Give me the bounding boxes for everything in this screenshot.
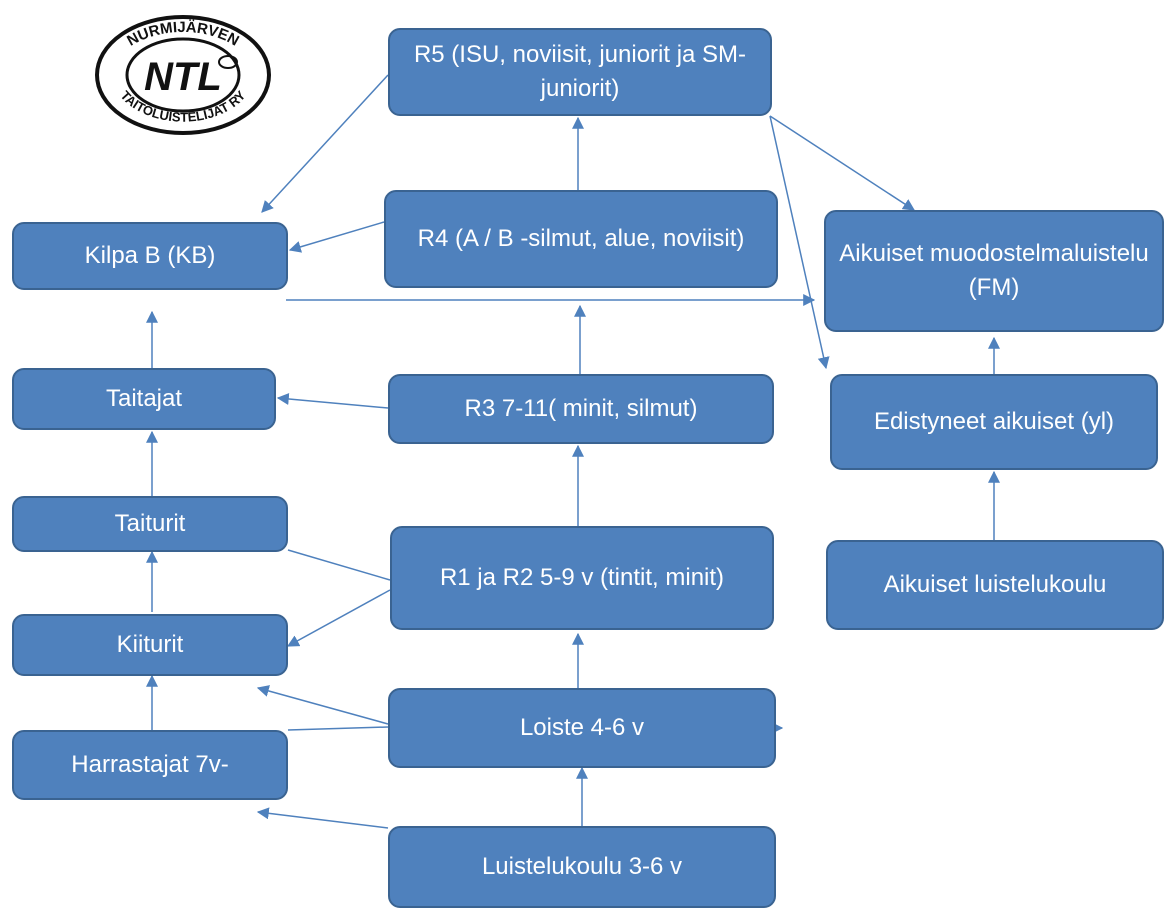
node-aikuiset-luistelukoulu: Aikuiset luistelukoulu bbox=[826, 540, 1164, 630]
node-kilpa-b-label: Kilpa B (KB) bbox=[84, 242, 216, 269]
node-harrastajat-label: Harrastajat 7v- bbox=[71, 751, 229, 778]
node-edistyneet: Edistyneet aikuiset (yl) bbox=[830, 374, 1158, 470]
logo-mark: NTL bbox=[144, 55, 222, 99]
arrow-luistelukoulu-to-harrastajat bbox=[256, 807, 389, 829]
node-aikuiset-fm-label: Aikuiset muodostelmaluistelu (FM) bbox=[839, 240, 1149, 301]
node-kilpa-b: Kilpa B (KB) bbox=[12, 222, 288, 290]
node-r1-r2: R1 ja R2 5-9 v (tintit, minit) bbox=[390, 526, 774, 630]
arrow-r5-to-kilpa-b bbox=[261, 74, 389, 213]
arrow-r3-to-taitajat bbox=[276, 393, 389, 409]
node-loiste-label: Loiste 4-6 v bbox=[519, 714, 645, 741]
ntl-logo-graphic: NURMIJÄRVEN TAITOLUISTELIJAT RY NTL bbox=[95, 15, 271, 135]
node-taiturit: Taiturit bbox=[12, 496, 288, 552]
arrow-r5-to-aikuiset-fm bbox=[769, 115, 916, 211]
node-edistyneet-label: Edistyneet aikuiset (yl) bbox=[873, 408, 1115, 435]
arrow-r1r2-to-kiiturit bbox=[286, 589, 391, 647]
arrow-r4-to-kilpa-b bbox=[288, 221, 385, 253]
node-r4: R4 (A / B -silmut, alue, noviisit) bbox=[384, 190, 778, 288]
node-r4-label: R4 (A / B -silmut, alue, noviisit) bbox=[417, 225, 745, 252]
node-loiste: Loiste 4-6 v bbox=[388, 688, 776, 768]
node-taiturit-label: Taiturit bbox=[114, 510, 186, 537]
arrow-r5-to-edistyneet bbox=[769, 115, 830, 370]
node-luistelukoulu-label: Luistelukoulu 3-6 v bbox=[481, 853, 683, 880]
node-harrastajat: Harrastajat 7v- bbox=[12, 730, 288, 800]
node-aikuiset-luistelukoulu-label: Aikuiset luistelukoulu bbox=[883, 571, 1107, 598]
ntl-logo: NURMIJÄRVEN TAITOLUISTELIJAT RY NTL bbox=[88, 10, 278, 140]
node-aikuiset-fm: Aikuiset muodostelmaluistelu (FM) bbox=[824, 210, 1164, 332]
node-r3-label: R3 7-11( minit, silmut) bbox=[464, 395, 698, 422]
node-r5-label: R5 (ISU, noviisit, juniorit ja SM-junior… bbox=[413, 41, 747, 102]
node-taitajat: Taitajat bbox=[12, 368, 276, 430]
node-luistelukoulu: Luistelukoulu 3-6 v bbox=[388, 826, 776, 908]
node-r3: R3 7-11( minit, silmut) bbox=[388, 374, 774, 444]
arrow-loiste-to-kiiturit bbox=[256, 685, 389, 725]
node-r5: R5 (ISU, noviisit, juniorit ja SM-junior… bbox=[388, 28, 772, 116]
line-harrastajat-to-loiste bbox=[287, 726, 389, 731]
node-taitajat-label: Taitajat bbox=[105, 385, 183, 412]
node-r1-r2-label: R1 ja R2 5-9 v (tintit, minit) bbox=[439, 564, 725, 591]
node-kiiturit-label: Kiiturit bbox=[116, 631, 184, 658]
node-kiiturit: Kiiturit bbox=[12, 614, 288, 676]
line-taiturit-to-r1r2 bbox=[287, 549, 391, 581]
